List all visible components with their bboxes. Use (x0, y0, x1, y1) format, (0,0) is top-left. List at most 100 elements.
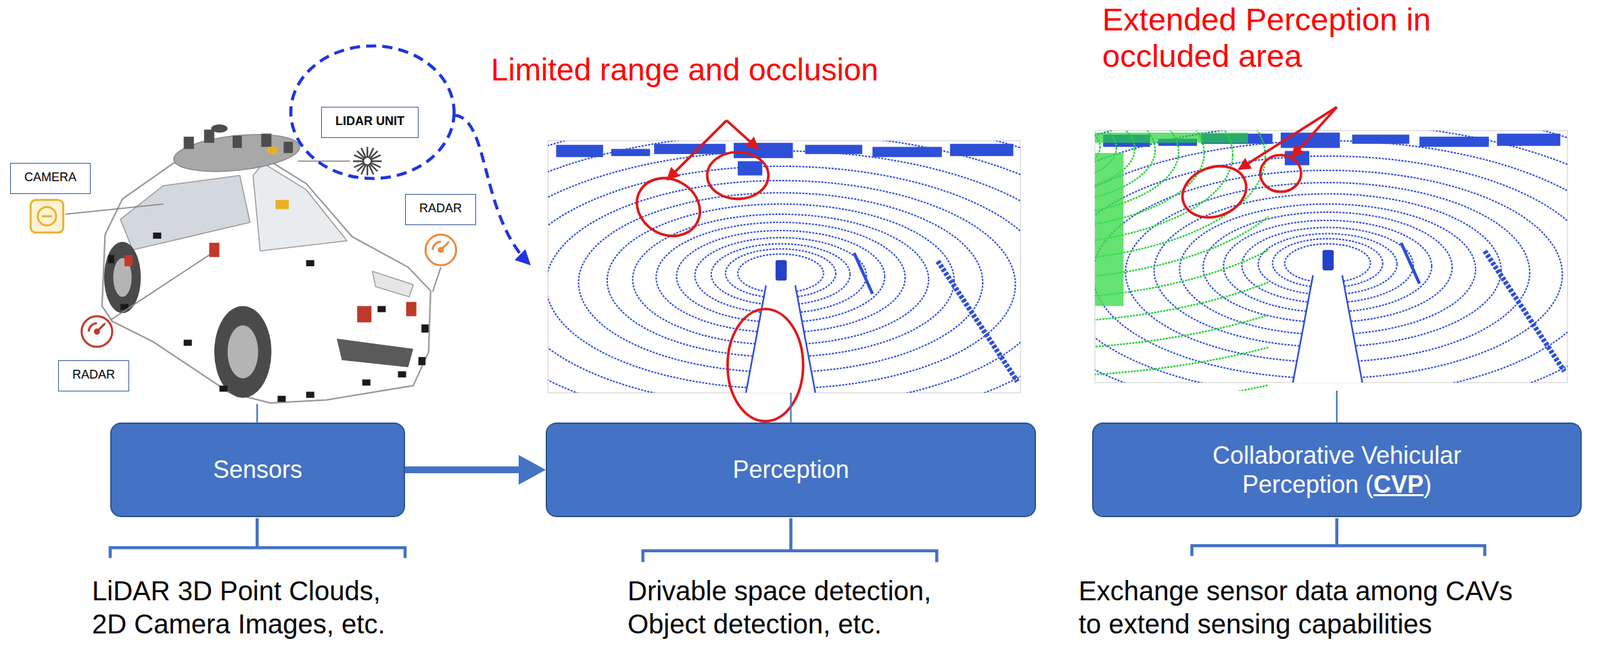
stem-line (789, 392, 792, 423)
highlight-circle (290, 45, 454, 179)
car-wheel (104, 242, 141, 314)
dashed-arrow (454, 115, 529, 264)
callout-text: Extended Perception in occluded area (1102, 1, 1495, 75)
node-text: CAMERA (24, 170, 77, 186)
body-sensor (306, 391, 315, 398)
body-sensor (152, 232, 161, 239)
roof-sensor (232, 135, 243, 149)
shared-dense-points (1094, 152, 1124, 306)
brackets (110, 390, 1486, 563)
node-text: RADAR (419, 201, 462, 217)
car-wheel-hub (227, 325, 259, 379)
radar-icon-ring (425, 234, 456, 266)
radar-unit (124, 254, 133, 267)
body-sensor (183, 339, 193, 346)
leader-line (65, 204, 164, 215)
car-body (102, 154, 431, 404)
lidar-ray (357, 150, 378, 172)
lidar-ray (357, 150, 378, 172)
car-headlight (372, 271, 414, 297)
description-text: Drivable space detection, Object detecti… (627, 574, 953, 642)
camera-icon-mark (41, 215, 53, 218)
body-sensor (277, 395, 286, 402)
body-sensor (219, 385, 228, 392)
radar-icon-dot (438, 248, 443, 253)
description-text: Exchange sensor data among CAVs to exten… (1078, 574, 1529, 642)
curly-bracket (110, 518, 406, 559)
body-sensor (398, 371, 407, 378)
radar-icon-dot (94, 329, 99, 334)
sensor-tag: RADAR (405, 194, 477, 226)
body-sensors (108, 232, 429, 402)
flow-arrow (405, 466, 526, 474)
curly-bracket (1192, 518, 1486, 557)
lidar-core (363, 156, 372, 166)
camera-icon-frame (30, 200, 63, 233)
car-window (120, 175, 251, 251)
occlusion-marks (626, 106, 1337, 422)
roof-sensor (204, 129, 215, 144)
process-box: Perception (545, 422, 1037, 518)
radar-unit (208, 242, 220, 257)
shared-scan-rings (1094, 130, 1269, 391)
leader-line (432, 267, 441, 292)
callout-text: Limited range and occlusion (490, 51, 879, 89)
radar-icon (425, 234, 456, 266)
callout-arrow (1291, 106, 1337, 157)
description-text: LiDAR 3D Point Clouds, 2D Camera Images,… (91, 574, 397, 642)
lidar-ray (361, 148, 374, 175)
sensor-tag: LIDAR UNIT (321, 106, 419, 138)
shared-points (1094, 130, 1269, 391)
roof-lidar (210, 124, 228, 133)
sensor-tag: CAMERA (10, 162, 91, 195)
callout-arrow (726, 120, 759, 149)
callout-arrow (1238, 106, 1337, 170)
roof-rack (171, 129, 301, 178)
lidar-icon (353, 146, 382, 176)
car-grille (336, 338, 414, 368)
body-sensor (421, 324, 429, 333)
body-sensor (362, 379, 371, 386)
leader-line (298, 160, 351, 163)
leader-line (110, 254, 209, 321)
vehicle-illustration (102, 124, 431, 404)
camera-icon-lens (37, 206, 57, 226)
node-text: Perception (732, 455, 849, 485)
roof-camera (267, 146, 278, 155)
node-text: Sensors (213, 455, 303, 485)
lidar-ray (354, 154, 381, 168)
callout-arrow (667, 120, 727, 180)
body-sensor (306, 260, 315, 267)
radar-icon-ring (81, 316, 113, 347)
occlusion-ellipse (727, 309, 804, 422)
stem-line (256, 404, 258, 423)
occlusion-ellipse (707, 152, 769, 199)
extension-ellipse (1260, 154, 1302, 192)
node-text: RADAR (72, 367, 115, 383)
car-windshield (252, 162, 347, 251)
roof-sensor (284, 142, 294, 154)
sensor-tag: RADAR (58, 360, 130, 392)
node-text: LIDAR UNIT (335, 114, 405, 130)
shared-building-points (1094, 132, 1248, 143)
car-wheel (214, 306, 272, 399)
illustration (30, 0, 1600, 562)
windshield-camera (275, 200, 289, 210)
process-box: Collaborative Vehicular Perception (CVP) (1092, 422, 1582, 518)
curly-bracket (643, 518, 938, 563)
camera-icon (30, 200, 63, 233)
lidar-ray (361, 148, 374, 175)
body-sensor (108, 254, 115, 264)
radar-icon (81, 316, 113, 347)
node-text: Collaborative Vehicular Perception (CVP) (1161, 440, 1513, 500)
body-sensor (418, 357, 427, 366)
stem-line (1336, 390, 1338, 423)
process-box: Sensors (110, 422, 406, 518)
roof-sensor (261, 133, 272, 148)
radar-unit (357, 306, 372, 323)
radar-unit (406, 302, 417, 317)
body-sensor (377, 306, 386, 313)
